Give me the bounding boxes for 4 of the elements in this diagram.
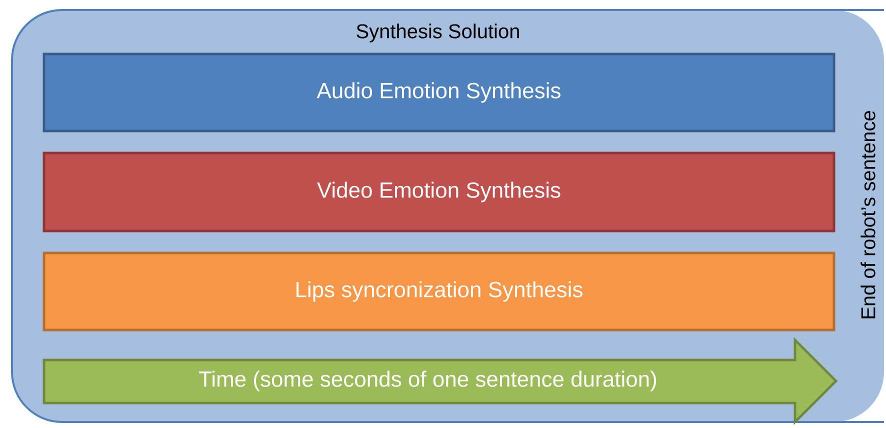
process-bar: Video Emotion Synthesis: [42, 152, 836, 232]
process-bar: Audio Emotion Synthesis: [42, 52, 836, 132]
rotated-label: End of robot’s sentence: [860, 111, 876, 318]
process-bar: Lips syncronization Synthesis: [42, 252, 836, 332]
